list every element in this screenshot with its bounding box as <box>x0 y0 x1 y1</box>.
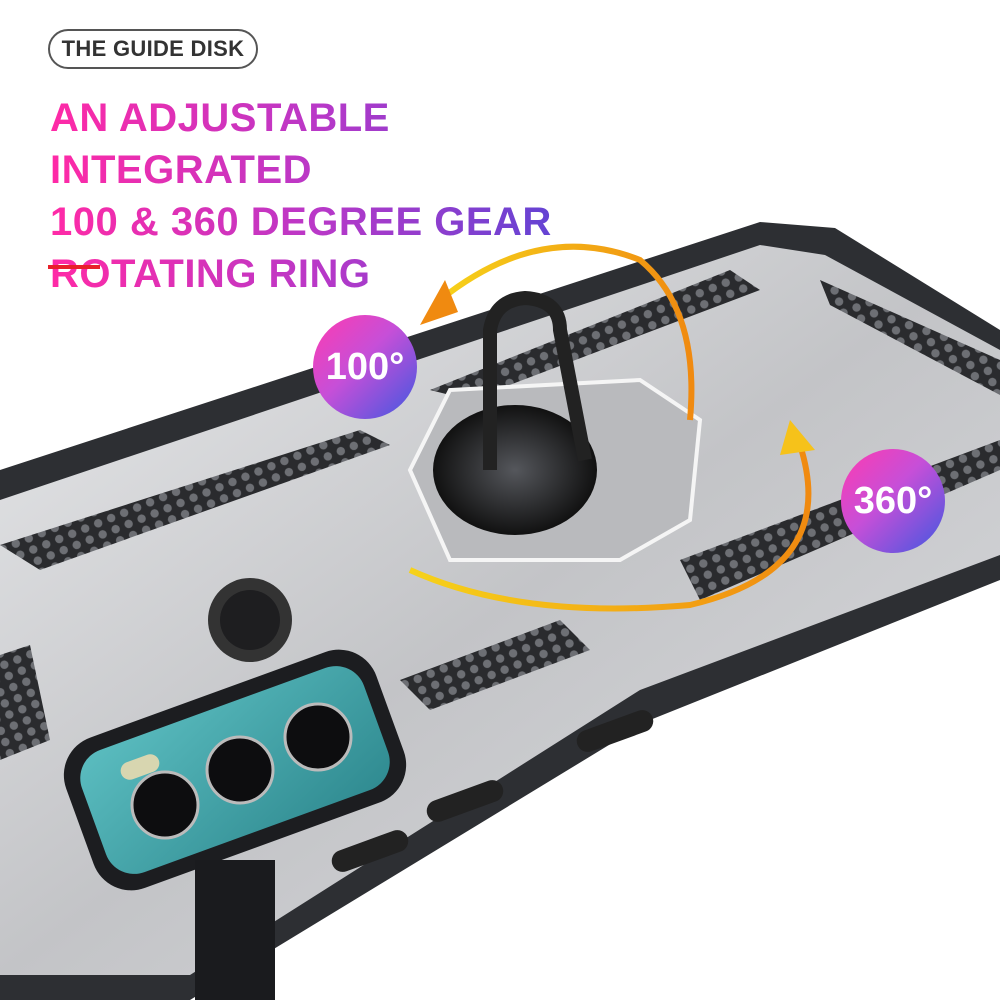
camera-lens <box>283 702 353 772</box>
ring-rotating-disk <box>433 405 597 535</box>
camera-flash <box>120 754 160 780</box>
side-button <box>576 710 654 752</box>
brand-logo-icon <box>220 590 280 650</box>
grip-strip <box>400 620 590 710</box>
headline-line-1: AN ADJUSTABLE INTEGRATED <box>50 92 650 196</box>
headline-line-3: ROTATING RING <box>50 248 650 300</box>
badge-360-degree: 360° <box>841 449 945 553</box>
grip-strip <box>820 280 1000 395</box>
badge-100-degree: 100° <box>313 315 417 419</box>
side-button <box>426 780 504 822</box>
headline: AN ADJUSTABLE INTEGRATED 100 & 360 DEGRE… <box>50 92 650 300</box>
rotation-arrow-360 <box>408 444 812 612</box>
side-vent <box>195 860 275 1000</box>
grip-strip <box>0 645 50 760</box>
arrow-head-icon <box>420 280 458 325</box>
guide-disk-tag: THE GUIDE DISK <box>48 29 258 69</box>
camera-lens <box>130 770 200 840</box>
arrow-head-icon <box>780 420 815 455</box>
divider-line <box>48 265 100 269</box>
camera-lens <box>205 735 275 805</box>
ring-holder-loop <box>483 290 592 470</box>
rotation-arrow-100 <box>438 243 695 421</box>
grip-strip <box>0 430 390 570</box>
headline-line-2: 100 & 360 DEGREE GEAR <box>50 196 650 248</box>
side-button <box>331 830 409 872</box>
grip-strip <box>430 270 760 400</box>
